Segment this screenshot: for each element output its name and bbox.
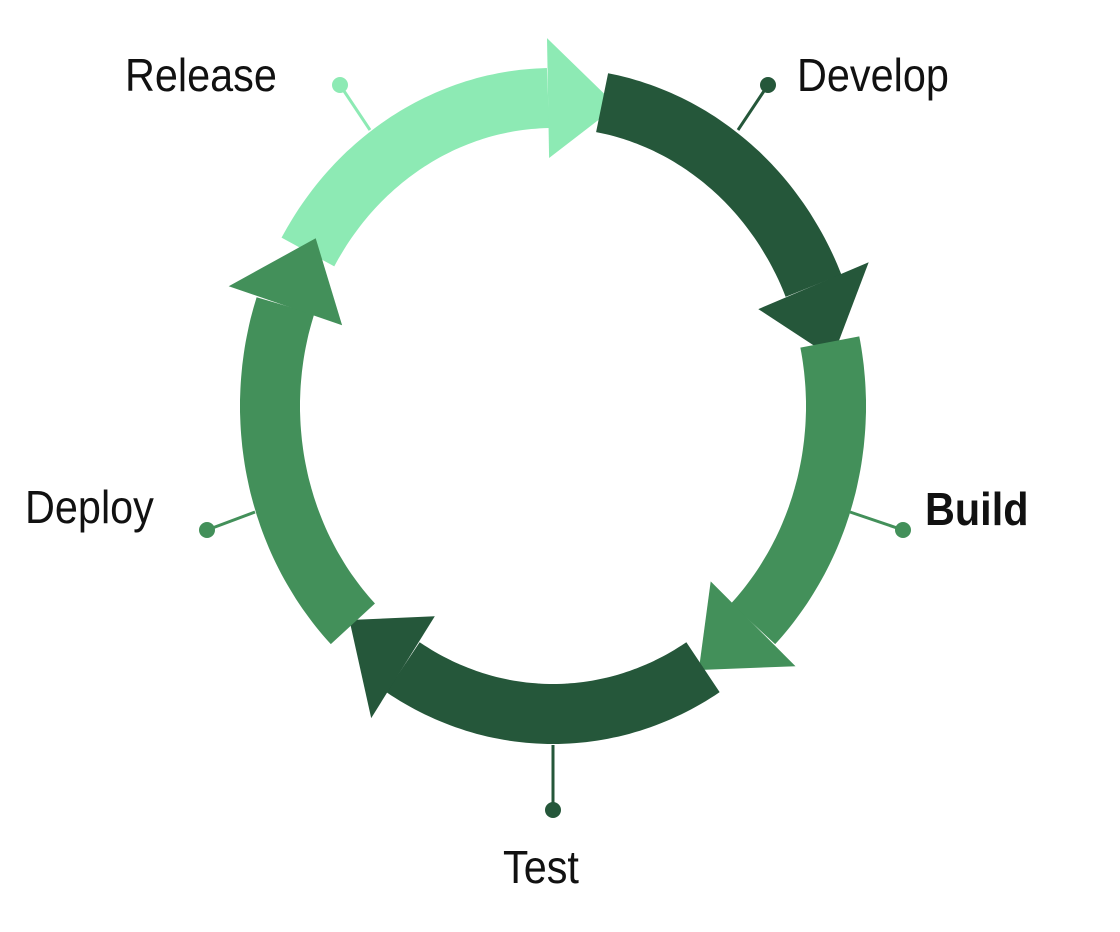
leader-dot-develop — [760, 77, 776, 93]
leader-dot-deploy — [199, 522, 215, 538]
arrowhead-deploy — [228, 238, 343, 326]
ring-segment-build — [731, 336, 866, 645]
leader-line-release — [338, 84, 372, 131]
ring-segment-develop — [596, 73, 842, 297]
ring-segment-test — [386, 642, 720, 744]
stage-label-test: Test — [503, 841, 579, 893]
arrowhead-build — [698, 581, 796, 670]
stage-label-develop: Develop — [797, 49, 949, 101]
ring-segment-deploy — [240, 297, 375, 645]
arrowhead-release — [547, 38, 617, 158]
leader-dot-build — [895, 522, 911, 538]
leader-dot-release — [332, 77, 348, 93]
leader-line-deploy — [206, 510, 256, 532]
leader-line-build — [849, 510, 904, 532]
stage-label-deploy: Deploy — [25, 481, 154, 533]
leader-line-develop — [736, 84, 770, 131]
ring-segment-release — [281, 68, 550, 267]
arrowhead-develop — [758, 262, 869, 358]
leader-dot-test — [545, 802, 561, 818]
arrowhead-test — [349, 616, 435, 719]
stage-label-release: Release — [125, 49, 277, 101]
stage-label-build: Build — [925, 483, 1029, 535]
